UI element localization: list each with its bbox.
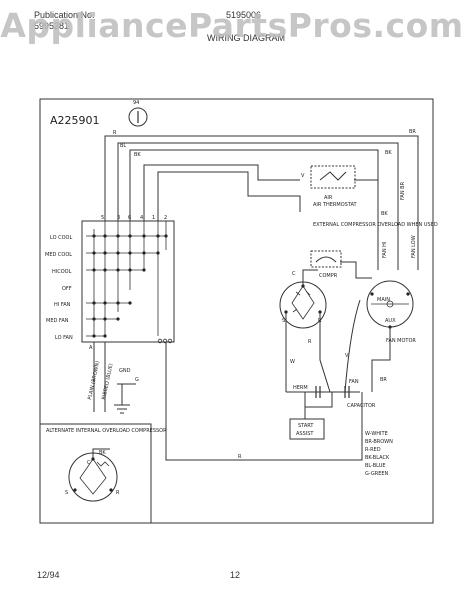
legend-red: R-RED xyxy=(365,447,381,453)
compressor-wiring xyxy=(285,261,391,408)
selector-switch: 5 3 6 4 1 2 xyxy=(81,215,175,344)
switch-position-lo-fan: LO FAN xyxy=(55,335,73,341)
wire-label-bk-right: BK xyxy=(385,150,392,156)
wire-label-r-comp: R xyxy=(308,339,312,345)
compressor-s: S xyxy=(282,318,285,324)
publication-label: Publication No. xyxy=(34,10,95,20)
publication-number: 5995281 xyxy=(34,21,70,31)
inset-c: C xyxy=(87,460,91,466)
compressor-c: C xyxy=(292,271,296,277)
color-legend: W-WHITE BR-BROWN R-RED BK-BLACK BL-BLUE … xyxy=(365,431,393,477)
capacitor-label: CAPACITOR xyxy=(347,403,376,409)
footer-date: 12/94 xyxy=(37,570,60,580)
wire-label-r-bottom: R xyxy=(238,454,242,460)
page-header: Publication No. 5995281 5195006 WIRING D… xyxy=(0,0,464,60)
wire-label-a: A xyxy=(89,345,93,351)
switch-terminal-4: 4 xyxy=(140,215,143,221)
wire-label-v: V xyxy=(301,173,305,179)
capacitor-herm: HERM xyxy=(293,385,308,391)
wire-label-v-cap: V xyxy=(345,353,349,359)
wire-label-w: W xyxy=(290,359,295,365)
switch-terminal-3: 3 xyxy=(117,215,120,221)
switch-position-med-cool: MED COOL xyxy=(45,252,72,258)
wire-label-fan-low: FAN LOW xyxy=(411,235,417,258)
capacitor-fan: FAN xyxy=(349,379,359,385)
switch-position-off: OFF xyxy=(62,286,72,292)
bottom-return-wire xyxy=(165,342,363,461)
start-assist-label: ASSIST xyxy=(296,431,314,437)
sheet-symbol-label: 94 xyxy=(133,100,139,106)
thermostat-label: AIR THERMOSTAT xyxy=(313,202,358,208)
wire-label-fan-hi: FAN HI xyxy=(382,242,388,258)
fan-motor-label: FAN MOTOR xyxy=(386,338,416,344)
legend-black: BK-BLACK xyxy=(365,455,390,461)
wire-label-br-top: BR xyxy=(409,129,416,135)
switch-position-hi-fan: HI FAN xyxy=(54,302,71,308)
cord-label-plain-brown: PLAIN (BROWN) xyxy=(87,360,101,400)
legend-green: G-GREEN xyxy=(365,471,389,477)
footer-page-number: 12 xyxy=(230,570,241,580)
inset-r: R xyxy=(116,490,120,496)
start-assist-label-1: START xyxy=(298,423,314,429)
compressor-label: COMPR xyxy=(319,273,338,279)
switch-position-med-fan: MED FAN xyxy=(46,318,69,324)
fan-motor-main: MAIN xyxy=(377,297,390,303)
legend-white: W-WHITE xyxy=(365,431,388,437)
model-number: 5195006 xyxy=(226,10,262,20)
wire-label-br-cap: BR xyxy=(380,377,387,383)
external-overload-box xyxy=(310,250,342,268)
ground-label: GND xyxy=(119,368,131,374)
watermark-logo: AppliancePartsPros.com xyxy=(0,6,464,45)
switch-position-hicool: HICOOL xyxy=(52,269,72,275)
power-cord xyxy=(93,342,136,414)
start-assist-box xyxy=(289,418,325,440)
thermostat-box xyxy=(310,165,356,189)
fan-motor-aux: AUX xyxy=(385,318,396,324)
inset-wire-bk: BK xyxy=(99,450,106,456)
wire-label-fan-br: FAN BR xyxy=(400,181,406,200)
switch-terminal-6: 6 xyxy=(128,215,131,221)
wire-label-g: G xyxy=(135,377,139,383)
switch-position-lo-cool: LO COOL xyxy=(50,235,72,241)
alternate-overload-inset xyxy=(39,423,152,524)
inset-s: S xyxy=(65,490,68,496)
diagram-frame xyxy=(39,98,434,524)
drawing-id: A225901 xyxy=(50,114,100,127)
legend-blue: BL-BLUE xyxy=(365,463,386,469)
wire-label-bk-drop: BK xyxy=(381,211,388,217)
cord-label-ribbed-blue: RIBBED (BLUE) xyxy=(101,363,115,401)
switch-terminal-5: 5 xyxy=(101,215,104,221)
sheet-symbol xyxy=(128,107,148,127)
capacitor xyxy=(315,386,350,398)
wire-label-bl: BL xyxy=(120,143,126,149)
section-title: WIRING DIAGRAM xyxy=(207,33,285,43)
wire-label-bk: BK xyxy=(134,152,141,158)
external-overload-label: EXTERNAL COMPRESSOR OVERLOAD WHEN USED xyxy=(313,222,438,228)
legend-brown: BR-BROWN xyxy=(365,439,393,445)
thermostat-label-1: AIR xyxy=(324,195,333,201)
switch-terminal-2: 2 xyxy=(164,215,167,221)
switch-terminal-1: 1 xyxy=(152,215,155,221)
top-wire-bundle xyxy=(104,135,419,270)
wire-label-r: R xyxy=(113,130,117,136)
alternate-overload-label: ALTERNATE INTERNAL OVERLOAD COMPRESSOR xyxy=(46,428,167,434)
